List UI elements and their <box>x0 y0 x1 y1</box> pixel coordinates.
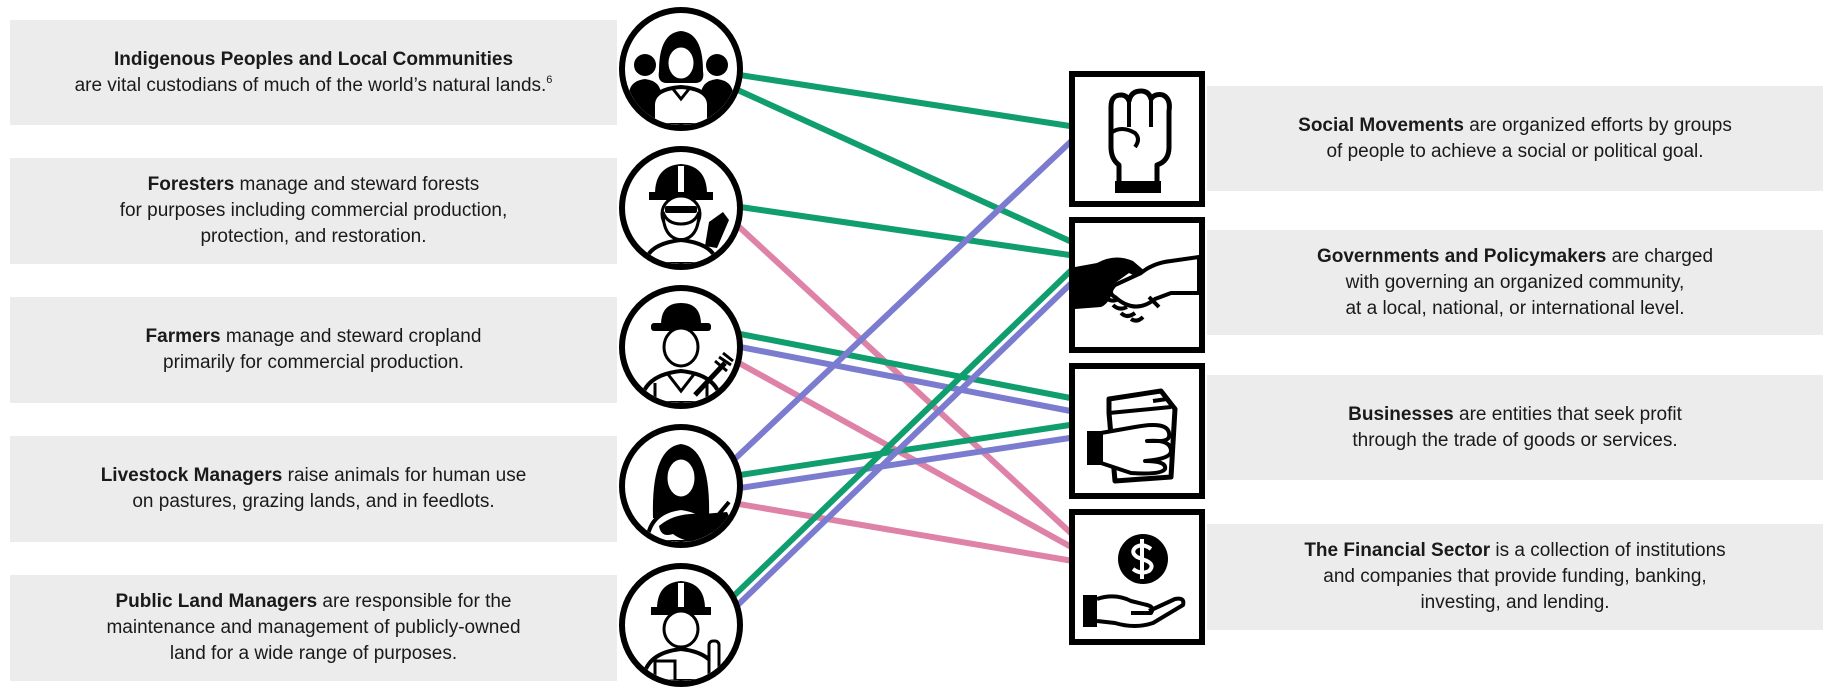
actor-name: Livestock Managers <box>100 465 283 486</box>
actor-description: primarily for commercial production. <box>163 352 464 373</box>
actor-description: for purposes including commercial produc… <box>119 200 508 221</box>
handshake-icon <box>1069 217 1205 353</box>
actor-description: are responsible for the <box>317 591 512 612</box>
target-card-gov: Governments and Policymakers are charged… <box>1207 230 1823 335</box>
target-description: is a collection of institutions <box>1490 540 1726 561</box>
target-card-biz: Businesses are entities that seek profit… <box>1207 375 1823 480</box>
target-description: are organized efforts by groups <box>1463 114 1732 136</box>
connection-public-gov-purple <box>727 279 1076 615</box>
target-card-fin: The Financial Sector is a collection of … <box>1207 524 1823 630</box>
connection-indigenous-social-green <box>729 70 1074 130</box>
connection-farmers-biz-green <box>729 329 1074 402</box>
connection-livestock-fin-pink <box>729 499 1074 564</box>
actor-card-public: Public Land Managers are responsible for… <box>10 575 617 681</box>
target-description: of people to achieve a social or politic… <box>1326 140 1704 162</box>
actor-name: Indigenous Peoples and Local Communities <box>113 48 514 70</box>
target-name: The Financial Sector <box>1304 540 1491 561</box>
target-name: Businesses <box>1348 403 1454 425</box>
dollar-in-hand-icon <box>1069 509 1205 645</box>
connection-public-gov-green <box>727 266 1076 602</box>
target-description: at a local, national, or international l… <box>1345 297 1685 319</box>
target-description: and companies that provide funding, bank… <box>1323 566 1707 587</box>
actor-card-indigenous: Indigenous Peoples and Local Communities… <box>10 20 617 125</box>
livestock-manager-icon <box>619 424 743 548</box>
target-name: Governments and Policymakers <box>1316 245 1607 267</box>
target-description: through the trade of goods or services. <box>1352 429 1678 451</box>
actor-description: are vital custodians of much of the worl… <box>74 74 547 96</box>
connection-livestock-social-purple <box>727 137 1076 466</box>
footnote-marker: 6 <box>546 73 553 86</box>
forester-icon <box>619 146 743 270</box>
actor-description: protection, and restoration. <box>200 226 427 247</box>
target-description: are entities that seek profit <box>1453 403 1682 425</box>
actor-card-foresters: Foresters manage and steward forests for… <box>10 158 617 264</box>
actor-description: maintenance and management of publicly-o… <box>106 617 521 638</box>
target-name: Social Movements <box>1298 114 1464 136</box>
actor-card-farmers: Farmers manage and steward cropland prim… <box>10 297 617 403</box>
connection-indigenous-gov-green <box>728 83 1075 246</box>
actor-name: Farmers <box>145 326 221 347</box>
actor-description: land for a wide range of purposes. <box>169 643 458 664</box>
farmer-icon <box>619 285 743 409</box>
public-land-manager-icon <box>619 563 743 687</box>
target-description: investing, and lending. <box>1420 592 1610 613</box>
actor-description: on pastures, grazing lands, and in feedl… <box>132 491 495 512</box>
target-description: with governing an organized community, <box>1345 271 1685 293</box>
connection-livestock-biz-purple <box>729 434 1074 493</box>
actor-description: raise animals for human use <box>282 465 527 486</box>
raised-fist-icon <box>1069 71 1205 207</box>
actor-name: Public Land Managers <box>115 591 318 612</box>
target-card-social: Social Movements are organized efforts b… <box>1207 86 1823 191</box>
actor-card-livestock: Livestock Managers raise animals for hum… <box>10 436 617 542</box>
connection-farmers-biz-purple <box>729 342 1074 415</box>
actor-name: Foresters <box>147 174 235 195</box>
actor-description: manage and steward forests <box>234 174 480 195</box>
target-description: are charged <box>1606 245 1714 267</box>
connection-foresters-gov-green <box>729 202 1074 259</box>
actor-description: manage and steward cropland <box>220 326 482 347</box>
package-in-hand-icon <box>1069 363 1205 499</box>
community-icon <box>619 7 743 131</box>
